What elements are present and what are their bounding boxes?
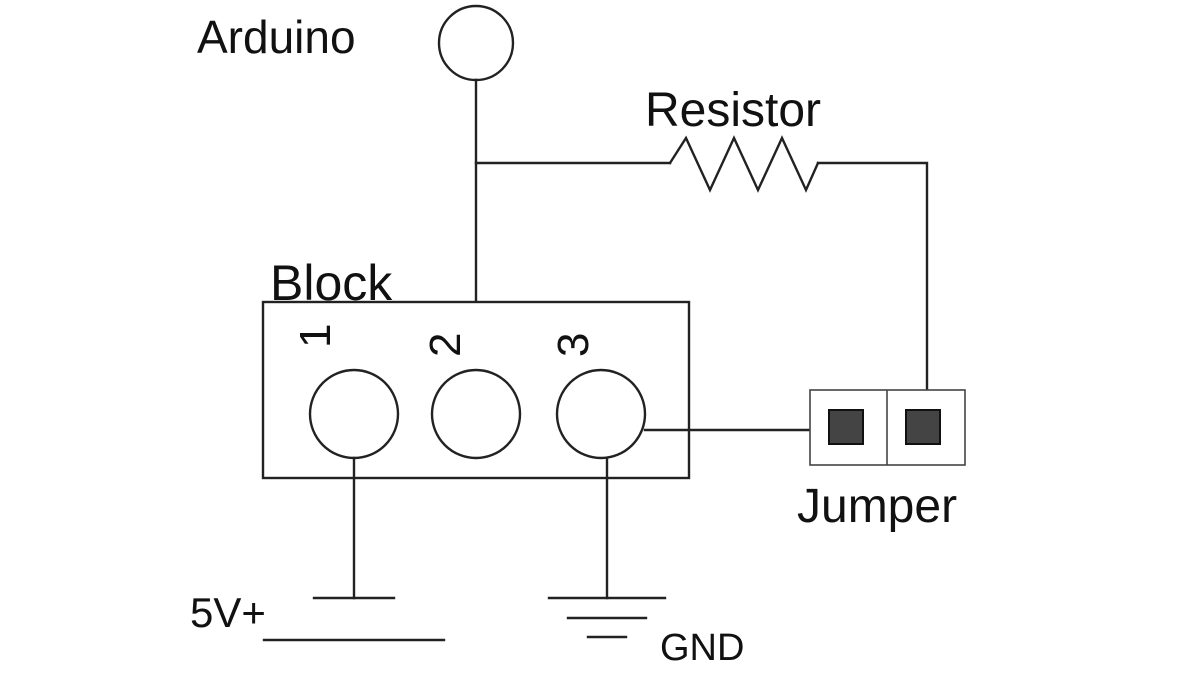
arduino-terminal: [437, 4, 515, 82]
block-terminal-3: [555, 368, 647, 460]
resistor-label: Resistor: [645, 84, 821, 137]
jumper-label: Jumper: [797, 480, 957, 533]
jumper-pin-left: [828, 409, 864, 445]
block-terminal-1: [308, 368, 400, 460]
block-label: Block: [270, 255, 393, 311]
pin-number-2: 2: [421, 333, 470, 357]
ground-label: GND: [660, 627, 744, 669]
wire-resistor-jumper: [816, 161, 929, 417]
jumper-pin-right: [905, 409, 941, 445]
block-terminal-2: [430, 368, 522, 460]
pin-number-1: 1: [291, 324, 340, 348]
resistor-symbol: [668, 135, 820, 193]
pin-number-3: 3: [549, 333, 598, 357]
arduino-label: Arduino: [197, 11, 356, 63]
power-label: 5V+: [190, 589, 266, 636]
